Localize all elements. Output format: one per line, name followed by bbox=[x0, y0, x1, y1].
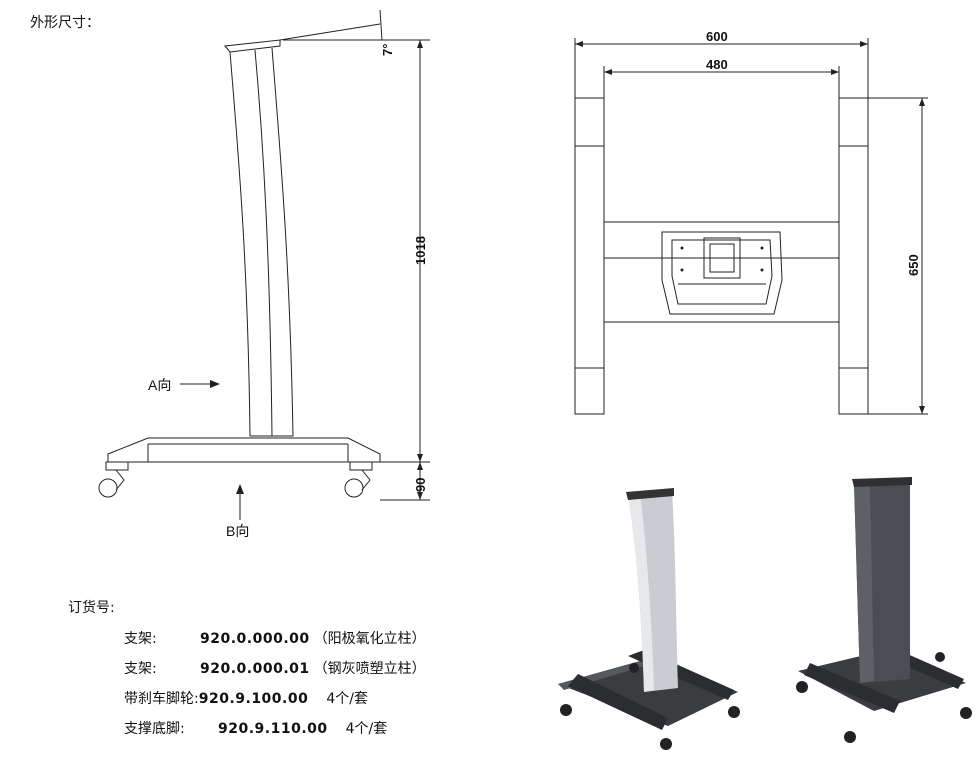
order-item-label: 带刹车脚轮: bbox=[124, 691, 199, 707]
order-note: 4个/套 bbox=[326, 691, 368, 707]
order-row: 支撑底脚: 920.9.110.00 4个/套 bbox=[124, 718, 387, 738]
side-view-drawing: 1018 90 7° A向 B向 bbox=[98, 9, 430, 539]
silver-stand-image bbox=[558, 488, 740, 750]
order-code: 920.0.000.01 bbox=[200, 661, 310, 677]
order-row: 带刹车脚轮:920.9.100.00 4个/套 bbox=[124, 688, 368, 708]
section-title: 外形尺寸： bbox=[30, 15, 100, 31]
arrow-a-label: A向 bbox=[148, 377, 171, 393]
dim-outer-width-label: 600 bbox=[706, 29, 728, 44]
dim-angle-label: 7° bbox=[380, 44, 395, 56]
order-item-label: 支架: bbox=[124, 631, 157, 647]
top-view-drawing: 600 480 650 bbox=[574, 29, 928, 415]
order-note: （阳极氧化立柱） bbox=[313, 631, 426, 647]
order-code: 920.9.100.00 bbox=[198, 691, 309, 707]
dim-inner-width-label: 480 bbox=[706, 57, 728, 72]
dim-base-label: 90 bbox=[413, 478, 428, 492]
order-number-title: 订货号: bbox=[68, 600, 115, 616]
order-item-label: 支撑底脚: bbox=[124, 721, 185, 737]
dim-height-label: 1018 bbox=[413, 236, 428, 265]
dim-depth-label: 650 bbox=[906, 254, 921, 276]
order-row: 支架: 920.0.000.01（钢灰喷塑立柱） bbox=[124, 658, 426, 678]
order-note: 4个/套 bbox=[345, 721, 388, 737]
order-item-label: 支架: bbox=[124, 661, 157, 677]
order-row: 支架: 920.0.000.00（阳极氧化立柱） bbox=[124, 628, 426, 648]
order-code: 920.9.110.00 bbox=[218, 721, 328, 737]
order-note: （钢灰喷塑立柱） bbox=[313, 661, 426, 677]
order-code: 920.0.000.00 bbox=[200, 631, 310, 647]
arrow-b-label: B向 bbox=[226, 523, 249, 539]
grey-stand-image bbox=[796, 477, 972, 743]
